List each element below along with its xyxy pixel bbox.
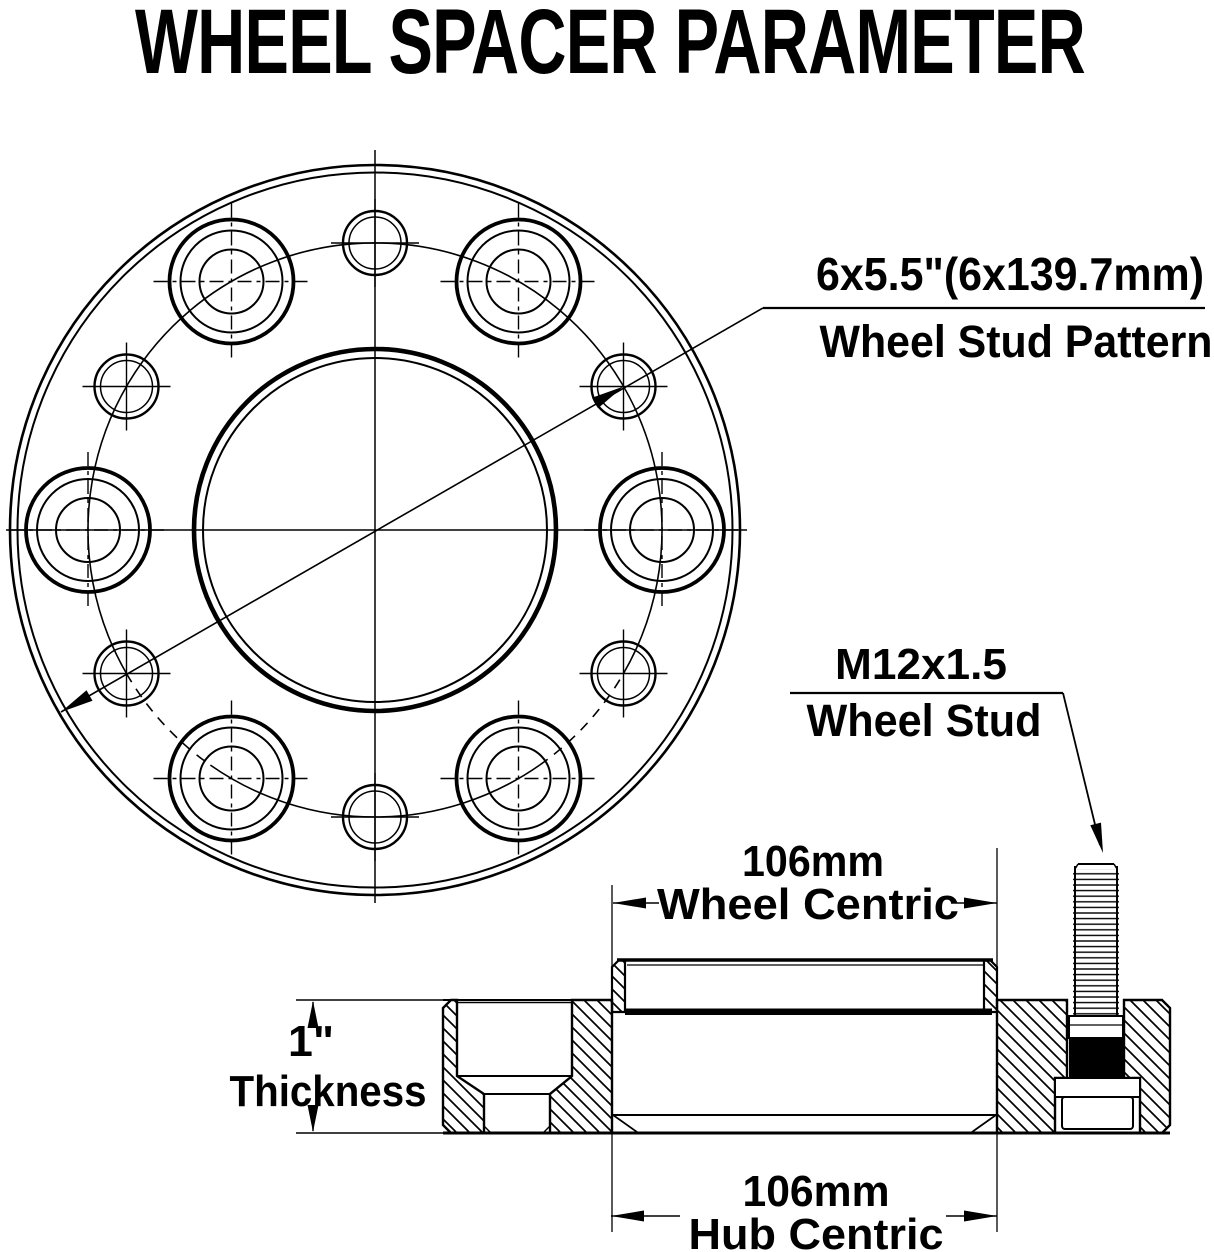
hub-centric-label: Hub Centric — [689, 1210, 944, 1252]
small-hole — [329, 771, 421, 863]
thickness-value: 1" — [288, 1017, 334, 1066]
hub-centric-dimension — [611, 1210, 997, 1222]
stud-hole — [438, 201, 599, 362]
stud-head — [1061, 1096, 1134, 1130]
stud-pattern-leader-line — [60, 306, 1205, 713]
stud-washer — [1054, 1077, 1141, 1098]
wheel-centric-value: 106mm — [742, 837, 884, 886]
small-hole — [578, 628, 669, 719]
small-hole — [329, 197, 421, 289]
arrowhead — [592, 386, 624, 409]
wheel-centric-dimension — [613, 897, 997, 909]
arrowhead — [1090, 822, 1103, 853]
wheel-stud-label: Wheel Stud — [807, 695, 1042, 746]
hub-centric-bore — [612, 1114, 997, 1133]
stud-hole — [438, 698, 599, 859]
wheel-centric-lip — [610, 958, 999, 1015]
wheel-spacer-front-view — [6, 150, 1205, 903]
lip-bore-edge — [625, 1008, 992, 1015]
wheel-spacer-section-view — [296, 691, 1172, 1232]
wheel-centric-label: Wheel Centric — [657, 880, 959, 929]
wheel-stud-value: M12x1.5 — [835, 640, 1007, 689]
stud-threads — [1073, 869, 1119, 1015]
thickness-label: Thickness — [230, 1067, 427, 1116]
arrowhead — [61, 690, 93, 712]
stud-hole — [151, 201, 312, 362]
small-hole — [81, 341, 172, 432]
hub-centric-value: 106mm — [743, 1167, 890, 1216]
stud-pattern-label: Wheel Stud Pattern — [820, 316, 1213, 367]
stud-knurl — [1069, 1038, 1123, 1078]
stud-collar — [1068, 1015, 1124, 1039]
stud-pattern-value: 6x5.5"(6x139.7mm) — [816, 248, 1204, 300]
left-flange-section — [441, 998, 614, 1135]
wheel-stud-drawing — [1054, 863, 1141, 1130]
wheel-stud-leader-line — [790, 691, 1103, 853]
stud-hole — [151, 698, 312, 859]
thickness-dimension — [296, 999, 443, 1134]
page-title: WHEEL SPACER PARAMETER — [135, 0, 1085, 93]
